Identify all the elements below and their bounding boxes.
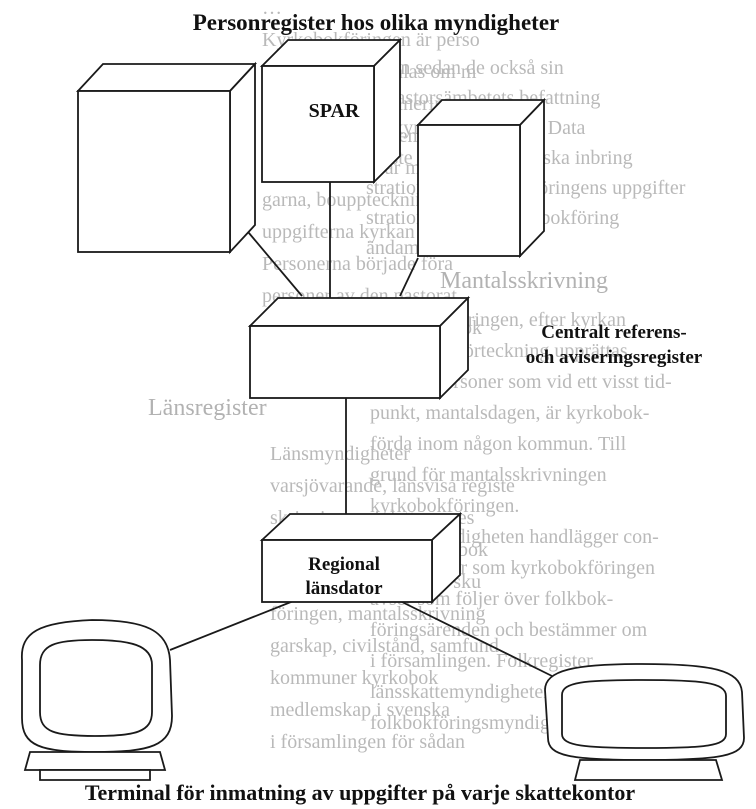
diagram-caption: Terminal för inmatning av uppgifter på v… bbox=[85, 780, 635, 805]
background-right-text-2-line: grund för mantalsskrivningen bbox=[370, 464, 607, 486]
background-right-text-2-line: i församlingen. Folkregister bbox=[370, 650, 593, 672]
background-right-text-2-line: föringsärenden och bestämmer om bbox=[370, 619, 648, 641]
central-register-label-line2: och aviseringsregister bbox=[526, 347, 703, 368]
background-right-text-2-line: kyrkobokföringen. bbox=[370, 495, 519, 517]
background-left-text-2-line: i församlingen för sådan bbox=[270, 731, 465, 753]
connector-right-box-to-central bbox=[399, 257, 419, 297]
background-right-text-2-line: förda inom någon kommun. Till bbox=[370, 433, 627, 455]
central-register-box bbox=[247, 295, 471, 401]
diagram-title: Personregister hos olika myndigheter bbox=[193, 10, 559, 35]
background-left-text-2-line: medlemskap i svenska bbox=[270, 699, 450, 721]
background-left-text-2-line: kommuner kyrkobok bbox=[270, 667, 438, 689]
background-right-text-2-line: punkt, mantalsdagen, är kyrkobok- bbox=[370, 402, 649, 424]
background-right-heading: Mantalsskrivning bbox=[440, 268, 608, 294]
terminal-right-icon bbox=[544, 663, 745, 781]
connector-regional-to-right-terminal bbox=[397, 599, 553, 677]
background-left-text-2-line: garskap, civilstånd, samfund bbox=[270, 635, 499, 657]
background-left-text-line: uppgifterna kyrkan ju har bbox=[262, 221, 466, 243]
regional-computer-box bbox=[259, 511, 463, 605]
background-left-heading: Länsregister bbox=[148, 395, 267, 421]
register-box-left bbox=[75, 61, 258, 255]
regional-computer-label-line1: Regional bbox=[308, 554, 380, 575]
connector-regional-to-left-terminal bbox=[169, 599, 297, 651]
background-left-text-line: Personerna började föra bbox=[262, 253, 453, 275]
spar-label: SPAR bbox=[309, 100, 360, 122]
central-register-label-line1: Centralt referens- bbox=[541, 322, 686, 343]
background-left-text-2-line: föringen, mantalsskrivning bbox=[270, 603, 486, 625]
register-box-right bbox=[415, 97, 547, 259]
spar-box bbox=[259, 37, 403, 185]
background-right-text-line: ingen sedan de också sin bbox=[366, 57, 564, 79]
regional-computer-label-line2: länsdator bbox=[305, 578, 383, 599]
background-left-text-2-line: Länsmyndigheter bbox=[270, 443, 410, 465]
terminal-left-icon bbox=[21, 619, 173, 781]
background-left-text-line: … bbox=[262, 0, 282, 19]
background-left-text-2-line: varsjövarande, länsvisa registe bbox=[270, 475, 515, 497]
